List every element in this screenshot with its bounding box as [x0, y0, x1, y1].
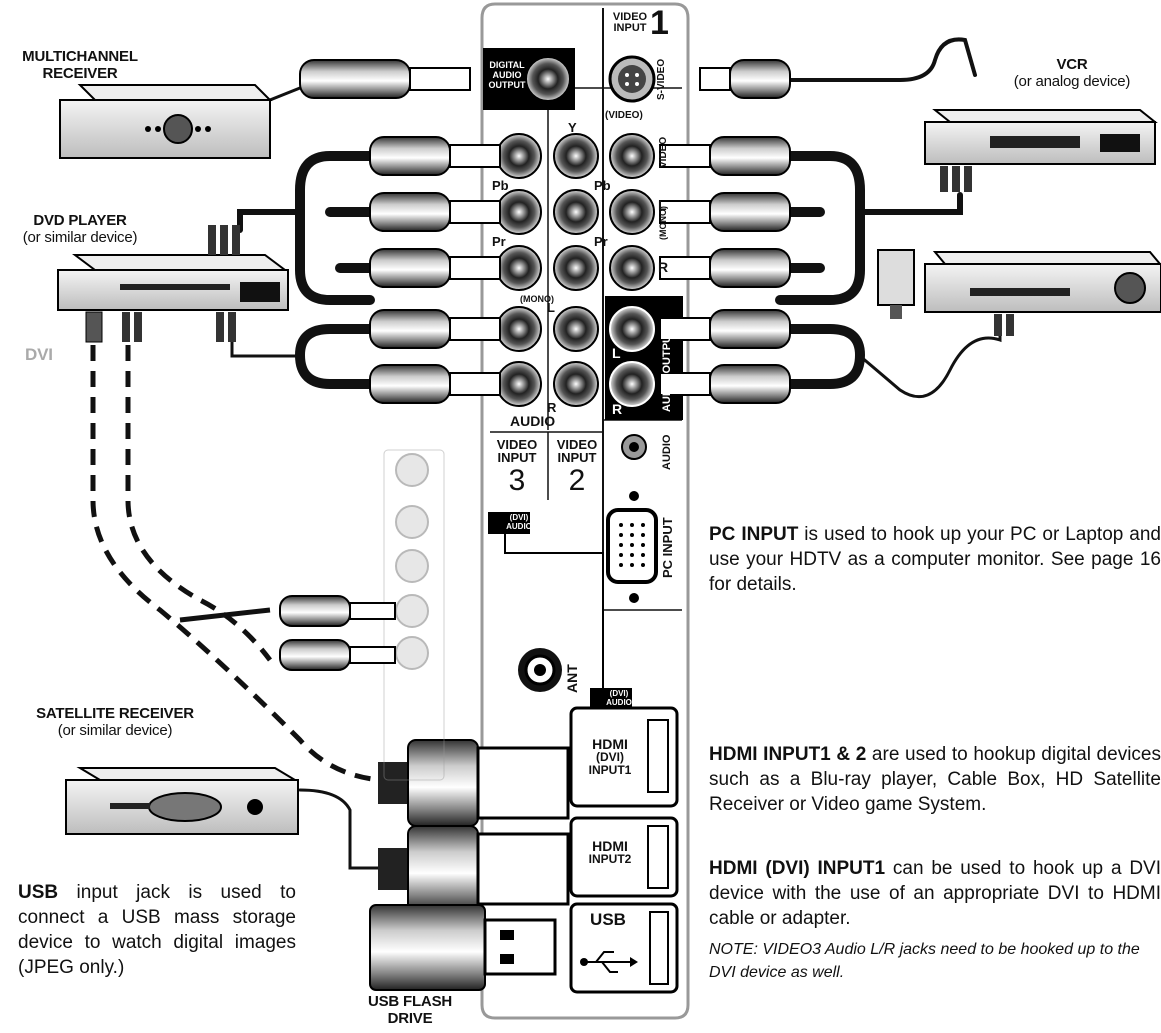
- dvi-audio-tag-1-b: AUDIO: [506, 522, 532, 531]
- hdmi-1-text: HDMI: [592, 736, 628, 752]
- l-label-left: L: [547, 300, 555, 315]
- hdmi-1-input-text: INPUT1: [588, 763, 632, 777]
- vcr-device: [924, 109, 1158, 192]
- dvi-audio-tag-1-a: (DVI): [509, 513, 529, 522]
- hdmi-input-2-label: HDMI INPUT2: [578, 838, 642, 866]
- satellite-receiver-label: SATELLITE RECEIVER (or similar device): [0, 705, 230, 740]
- pr-label-1: Pr: [492, 234, 506, 249]
- usb-flash-text-2: DRIVE: [387, 1010, 433, 1028]
- pb-label-1: Pb: [492, 178, 509, 193]
- video-input-3-text-a: VIDEO: [496, 437, 538, 452]
- usb-port-label: USB: [590, 910, 626, 929]
- dvd-player-text: DVD PLAYER: [33, 212, 127, 229]
- audio-output-vert-label: AUDIO OUTPUT: [661, 328, 673, 412]
- audio-vert-label: AUDIO: [661, 434, 673, 470]
- dvi-audio-tag-2-a: (DVI): [609, 689, 629, 698]
- mono-label-right: (MONO): [658, 206, 668, 240]
- video-paren-label: (VIDEO): [605, 110, 643, 121]
- hdmi-2-text: HDMI: [592, 838, 628, 854]
- usb-title: USB: [18, 882, 59, 903]
- ant-label: ANT: [564, 664, 580, 693]
- pb-label-2: Pb: [594, 178, 611, 193]
- hdmi-2-input-text: INPUT2: [588, 852, 632, 866]
- rca-plugs: [299, 59, 791, 991]
- video-input-2-text-a: VIDEO: [556, 437, 598, 452]
- hdmi-dvi-title: HDMI (DVI) INPUT1: [709, 858, 886, 879]
- hdmi-dvi-description: HDMI (DVI) INPUT1 can be used to hook up…: [709, 856, 1161, 931]
- hdmi-dvi-body: can be used to hook up a DVI device with…: [709, 858, 1161, 929]
- dvd-player-device: [57, 225, 289, 343]
- hdmi-input-1-label: HDMI (DVI) INPUT1: [578, 736, 642, 777]
- multichannel-receiver-label: MULTICHANNEL RECEIVER: [0, 48, 160, 83]
- hdmi-1-dvi-text: (DVI): [596, 750, 624, 764]
- satellite-receiver-device: [65, 767, 299, 835]
- video-input-1-label: VIDEO INPUT: [610, 12, 650, 34]
- mono-label-left: (MONO): [520, 294, 554, 304]
- audio-receiver-device: [877, 249, 1161, 336]
- satellite-receiver-text: SATELLITE RECEIVER: [36, 705, 194, 722]
- pr-label-2: Pr: [594, 234, 608, 249]
- video-vert-label: VIDEO: [658, 136, 669, 168]
- audio-main-label: AUDIO: [510, 413, 556, 429]
- r-label-right: R: [658, 259, 669, 275]
- usb-body: input jack is used to connect a USB mass…: [18, 882, 296, 978]
- usb-flash-text-1: USB FLASH: [367, 993, 453, 1010]
- pc-input-body: is used to hook up your PC or Laptop and…: [709, 524, 1161, 595]
- video-input-2-label: VIDEO INPUT 2: [552, 438, 602, 498]
- vcr-label: VCR (or analog device): [982, 56, 1161, 91]
- pc-input-vert-label: PC INPUT: [660, 517, 675, 578]
- r-audio-output-label: R: [612, 401, 623, 417]
- note-body: : VIDEO3 Audio L/R jacks need to be hook…: [709, 941, 1140, 981]
- usb-flash-drive-label: USB FLASH DRIVE: [350, 993, 470, 1028]
- multichannel-receiver-text: MULTICHANNEL RECEIVER: [22, 48, 138, 83]
- video-input-3-label: VIDEO INPUT 3: [492, 438, 542, 498]
- dvi-audio-tag-2-b: AUDIO: [606, 698, 632, 707]
- multichannel-receiver-device: [59, 84, 273, 159]
- pc-input-description: PC INPUT is used to hook up your PC or L…: [709, 522, 1161, 597]
- dvd-player-sub-text: (or similar device): [22, 229, 138, 247]
- satellite-receiver-sub-text: (or similar device): [57, 722, 173, 740]
- video-input-2-number: 2: [568, 464, 586, 497]
- dvd-player-label: DVD PLAYER (or similar device): [0, 212, 160, 247]
- s-video-label: S-VIDEO: [656, 58, 667, 100]
- r-label-left: R: [547, 400, 557, 415]
- audio-text: AUDIO: [492, 70, 522, 80]
- hdmi-title: HDMI INPUT1 & 2: [709, 744, 867, 765]
- input-number-1: 1: [650, 4, 669, 42]
- video-input-3-number: 3: [508, 464, 526, 497]
- dvi-audio-tag-1: (DVI) AUDIO: [506, 513, 532, 531]
- pc-input-title: PC INPUT: [709, 524, 799, 545]
- note-description: NOTE: VIDEO3 Audio L/R jacks need to be …: [709, 938, 1161, 984]
- hdmi-body: are used to hookup digital devices such …: [709, 744, 1161, 815]
- video-input-2-text-b: INPUT: [557, 450, 597, 465]
- y-label: Y: [568, 120, 577, 135]
- output-text: OUTPUT: [488, 80, 526, 90]
- dvi-label: DVI: [25, 345, 53, 364]
- digital-audio-output-label: DIGITAL AUDIO OUTPUT: [484, 60, 530, 90]
- video-input-3-text-b: INPUT: [497, 450, 537, 465]
- video-text: VIDEO: [612, 11, 648, 23]
- hdmi-description: HDMI INPUT1 & 2 are used to hookup digit…: [709, 742, 1161, 817]
- usb-description: USB input jack is used to connect a USB …: [18, 880, 296, 980]
- note-label: NOTE: [709, 941, 754, 958]
- input-text: INPUT: [613, 22, 647, 34]
- l-label-right: L: [658, 197, 667, 213]
- vcr-sub-text: (or analog device): [1013, 73, 1131, 91]
- l-audio-output-label: L: [612, 345, 621, 361]
- digital-text: DIGITAL: [489, 60, 525, 70]
- vcr-text: VCR: [1056, 56, 1088, 73]
- dvi-audio-tag-2: (DVI) AUDIO: [606, 689, 632, 707]
